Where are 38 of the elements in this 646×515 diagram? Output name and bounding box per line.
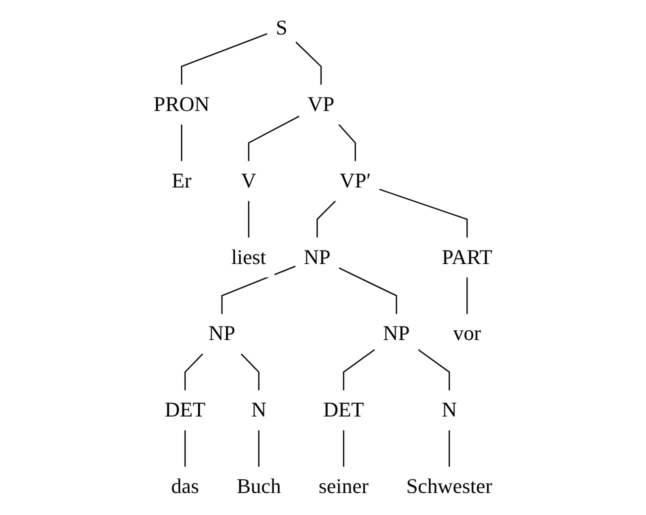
node-text: Buch xyxy=(236,475,281,498)
connector xyxy=(248,116,300,162)
node-text: PRON xyxy=(154,93,210,116)
node-text: Er xyxy=(172,170,192,193)
node-text: DET xyxy=(323,398,364,422)
node-text: NP xyxy=(208,322,236,346)
node-text: vor xyxy=(453,322,482,346)
node-text: das xyxy=(171,475,200,498)
node-text: Schwester xyxy=(406,475,492,498)
node-text: seiner xyxy=(318,475,369,498)
node-text: DET xyxy=(164,398,206,422)
connector xyxy=(295,42,322,85)
connector xyxy=(184,353,204,390)
connector xyxy=(258,430,260,467)
connector xyxy=(221,266,296,314)
connector xyxy=(466,277,468,314)
connector xyxy=(180,33,268,85)
node-text: VP′ xyxy=(340,170,371,193)
connector xyxy=(184,430,186,467)
connector xyxy=(379,188,468,238)
connector xyxy=(248,200,250,238)
node-text: S xyxy=(276,16,288,40)
connector xyxy=(338,124,356,162)
node-text: PART xyxy=(442,246,492,270)
node-text: N xyxy=(251,398,266,422)
node-text: V xyxy=(241,170,256,193)
connector xyxy=(448,430,450,467)
connector xyxy=(180,124,182,162)
node-text: VP xyxy=(308,93,334,116)
connector xyxy=(338,267,398,314)
connector xyxy=(316,200,336,238)
connector xyxy=(240,353,260,390)
node-text: NP xyxy=(383,322,410,346)
connector xyxy=(342,430,344,467)
connector xyxy=(418,349,450,390)
node-text: N xyxy=(442,398,457,422)
connector xyxy=(342,349,376,390)
node-text: NP xyxy=(304,246,331,270)
